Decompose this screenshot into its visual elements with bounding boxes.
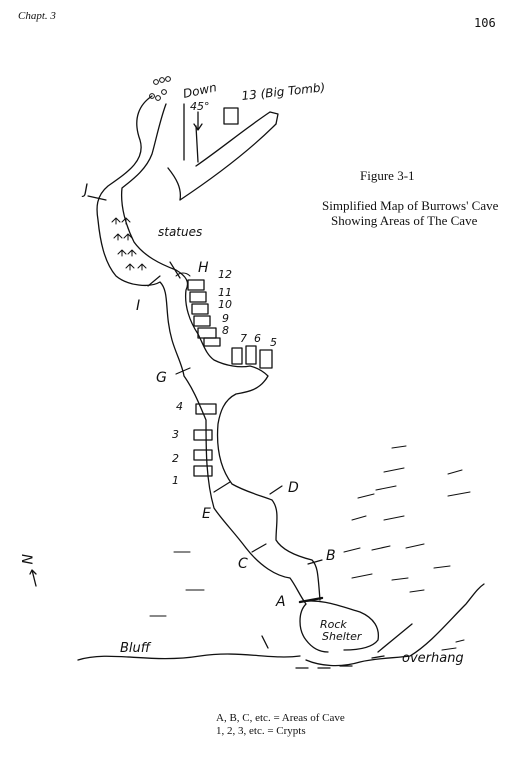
legend-areas: A, B, C, etc. = Areas of Cave — [216, 712, 345, 724]
tomb-passage-upper — [183, 103, 199, 163]
rock-label: Rock — [320, 618, 347, 631]
crypt-label-12: 12 — [218, 268, 232, 281]
page-number: 106 — [474, 16, 496, 30]
crypt-label-9: 9 — [222, 312, 229, 325]
north-arrow — [29, 569, 37, 587]
area-label-i: I — [136, 298, 140, 314]
crypt-label-3: 3 — [172, 428, 179, 441]
crypt-label-5: 5 — [270, 336, 277, 349]
bluff-line — [77, 653, 301, 661]
legend-crypts: 1, 2, 3, etc. = Crypts — [216, 725, 306, 737]
crypts-8-12 — [187, 279, 221, 347]
figure-caption-line1: Simplified Map of Burrows' Cave — [322, 198, 499, 213]
chapter-label: Chapt. 3 — [18, 10, 56, 22]
shelter-label: Shelter — [322, 630, 363, 643]
tomb-passage-end — [269, 111, 279, 125]
overhang-label: overhang — [402, 651, 464, 666]
bluff-label: Bluff — [120, 641, 152, 656]
north-label: N — [18, 554, 34, 565]
statues-glyphs — [111, 217, 191, 277]
terrain-dashes — [149, 445, 471, 651]
area-label-d: D — [288, 480, 299, 496]
cave-mouth-line — [298, 596, 324, 604]
crypt-label-4: 4 — [176, 400, 183, 413]
crypts-1-4 — [193, 403, 217, 477]
figure-caption-line2: Showing Areas of The Cave — [331, 213, 478, 228]
area-label-b: B — [326, 548, 336, 564]
crypt-label-8: 8 — [222, 324, 229, 337]
overhang-dash — [295, 655, 385, 669]
crypt-label-10: 10 — [218, 298, 232, 311]
statues-label: statues — [158, 225, 202, 239]
crypt-label-7: 7 — [240, 332, 247, 345]
angle-label: 45° — [190, 100, 210, 113]
bluff-tick — [261, 635, 269, 649]
cave-right-wall — [120, 103, 321, 601]
crypt-label-11: 11 — [218, 286, 232, 299]
overhang-pointer — [377, 623, 413, 653]
area-label-c: C — [238, 556, 248, 572]
rubble — [149, 76, 171, 101]
crypt-13 — [223, 107, 239, 125]
down-label: Down — [182, 80, 218, 101]
crypts-5-7 — [231, 345, 273, 369]
crypt-label-6: 6 — [254, 332, 261, 345]
crypt-label-2: 2 — [172, 452, 179, 465]
area-label-a: A — [275, 594, 286, 610]
down-arrow — [193, 111, 203, 131]
area-dividers — [87, 195, 323, 565]
big-tomb-label: 13 (Big Tomb) — [241, 80, 326, 103]
tomb-passage-lower — [167, 111, 277, 201]
area-label-e: E — [202, 506, 211, 522]
overhang-line — [305, 583, 485, 667]
figure-title: Figure 3-1 — [360, 168, 415, 183]
area-label-j: J — [81, 182, 88, 198]
cave-left-wall — [96, 95, 329, 653]
crypt-label-1: 1 — [172, 474, 179, 487]
rock-shelter-outline — [299, 600, 380, 651]
area-label-g: G — [156, 370, 167, 386]
area-label-h: H — [198, 260, 209, 276]
